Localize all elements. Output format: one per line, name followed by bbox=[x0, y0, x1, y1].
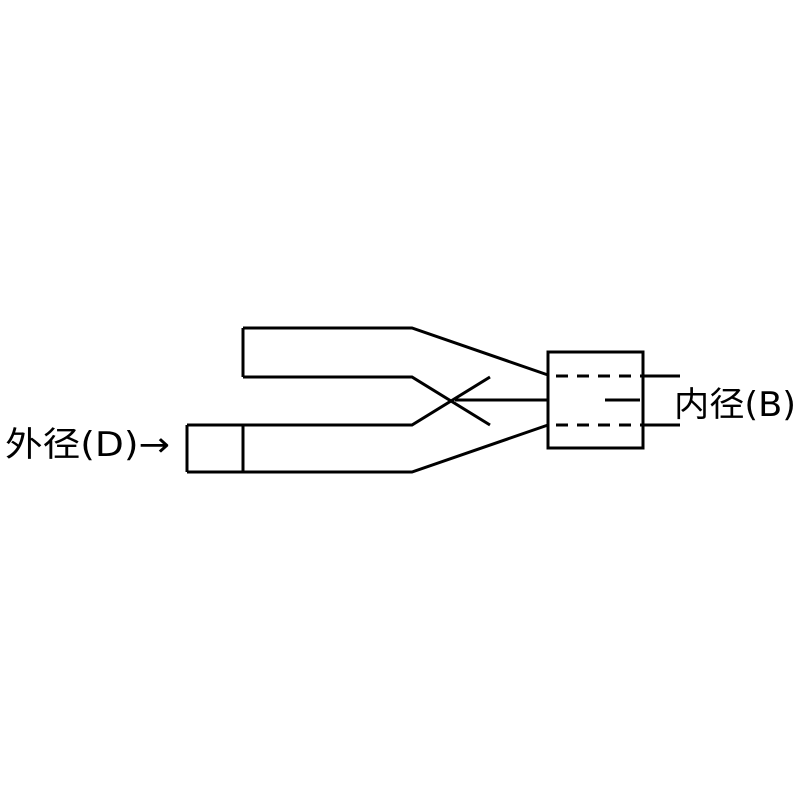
inner-diameter-label: 内径(B) bbox=[674, 385, 796, 425]
upper-branch-outer-line bbox=[243, 326, 549, 377]
connector-body bbox=[546, 350, 645, 450]
lower-branch-inner-line bbox=[187, 375, 491, 427]
upper-branch-inner-line bbox=[243, 375, 491, 427]
outer-diameter-label: 外径(D)→ bbox=[5, 425, 170, 465]
lower-branch-outer-line bbox=[187, 423, 549, 474]
